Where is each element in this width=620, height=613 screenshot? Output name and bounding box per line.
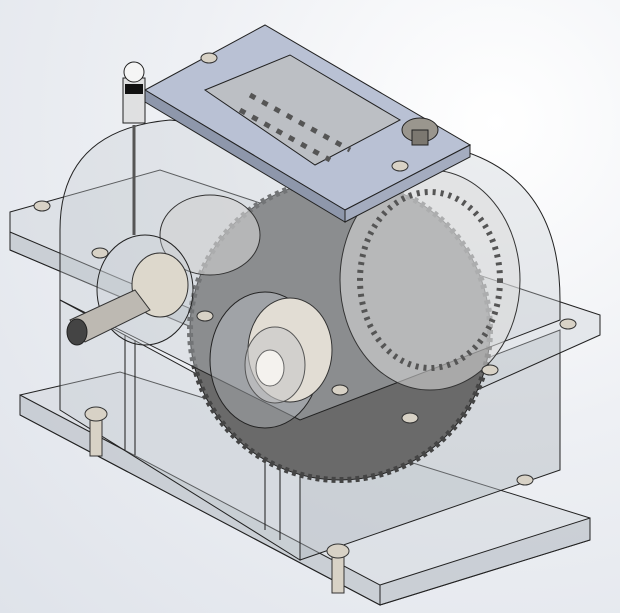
bolt	[91, 247, 109, 259]
housing-upper	[59, 119, 561, 421]
breather-plug	[122, 61, 146, 235]
bolt	[84, 406, 108, 457]
bolt	[401, 412, 419, 424]
foundation-bolts	[33, 52, 577, 594]
output-bearing-cap	[209, 291, 333, 429]
bolt	[481, 364, 499, 376]
bolt	[391, 160, 409, 172]
bolt	[559, 318, 577, 330]
bolt	[196, 310, 214, 322]
bolt	[200, 52, 218, 64]
knurled-thumb-screw	[401, 117, 439, 146]
bolt	[33, 200, 51, 212]
helical-gear-set	[159, 169, 521, 391]
inspection-cover-plate	[143, 24, 472, 223]
bolt	[326, 543, 350, 594]
bolt	[331, 384, 349, 396]
bolt	[516, 474, 534, 486]
base-flange	[19, 371, 591, 606]
input-shaft	[66, 234, 194, 346]
